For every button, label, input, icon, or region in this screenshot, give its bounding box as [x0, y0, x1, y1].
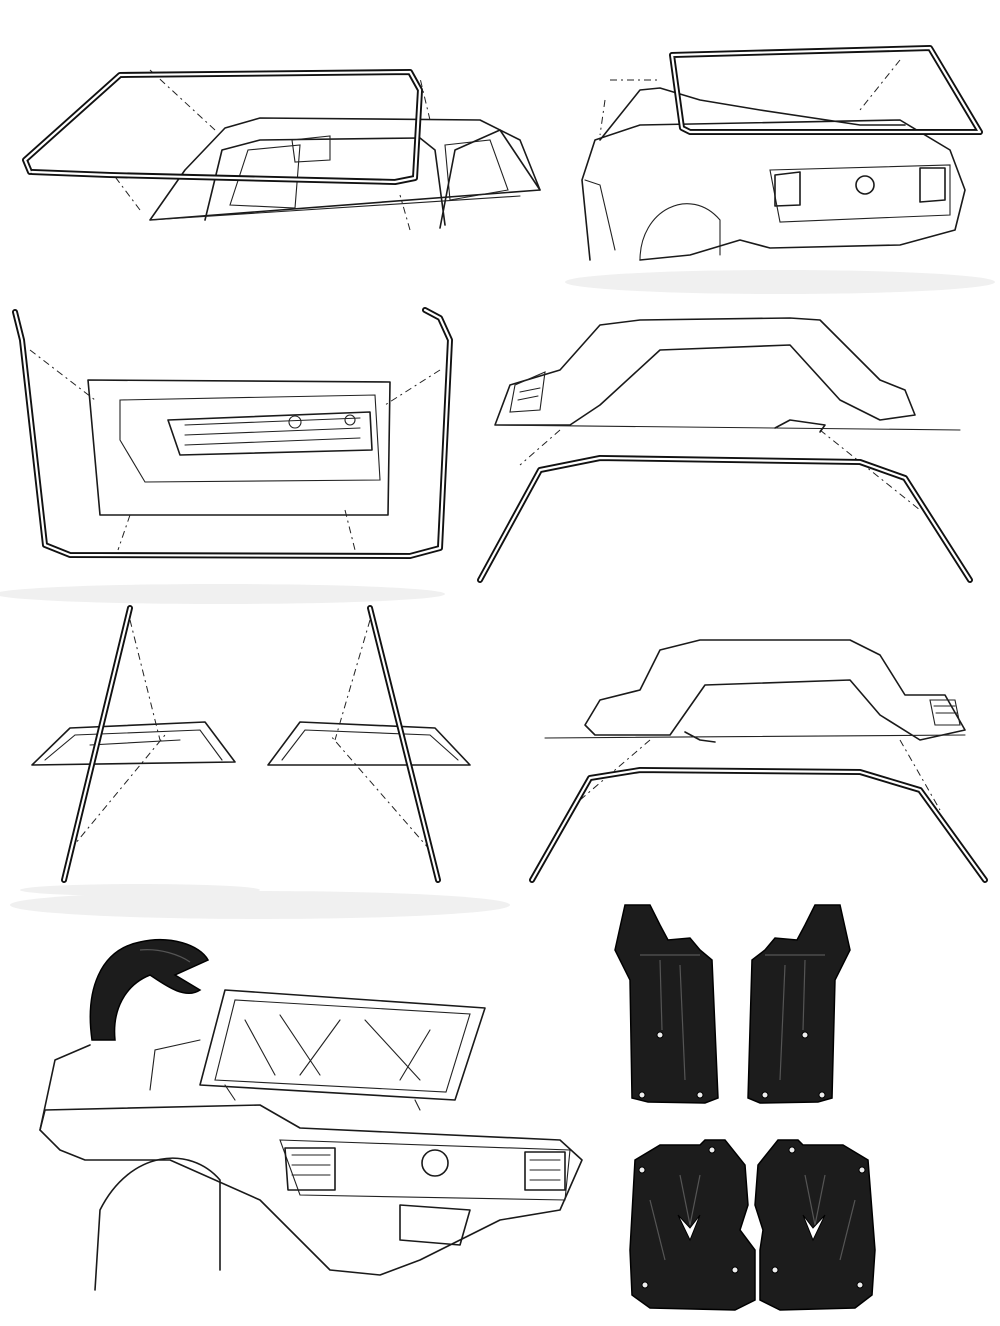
shelf-rubber-seals	[629, 1139, 876, 1311]
back-window-seal-illustration	[565, 45, 995, 294]
quarter-trim-rubber-seals	[614, 904, 851, 1104]
trunk-seal-illustration	[10, 891, 583, 1291]
quarter-trim-seal-upper	[477, 317, 973, 583]
quarter-trim-seal-lower	[529, 639, 988, 883]
roof-rail-seals-illustration	[20, 605, 471, 896]
door-weatherstrip-illustration	[0, 307, 453, 604]
windshield-seal-illustration	[22, 69, 541, 231]
